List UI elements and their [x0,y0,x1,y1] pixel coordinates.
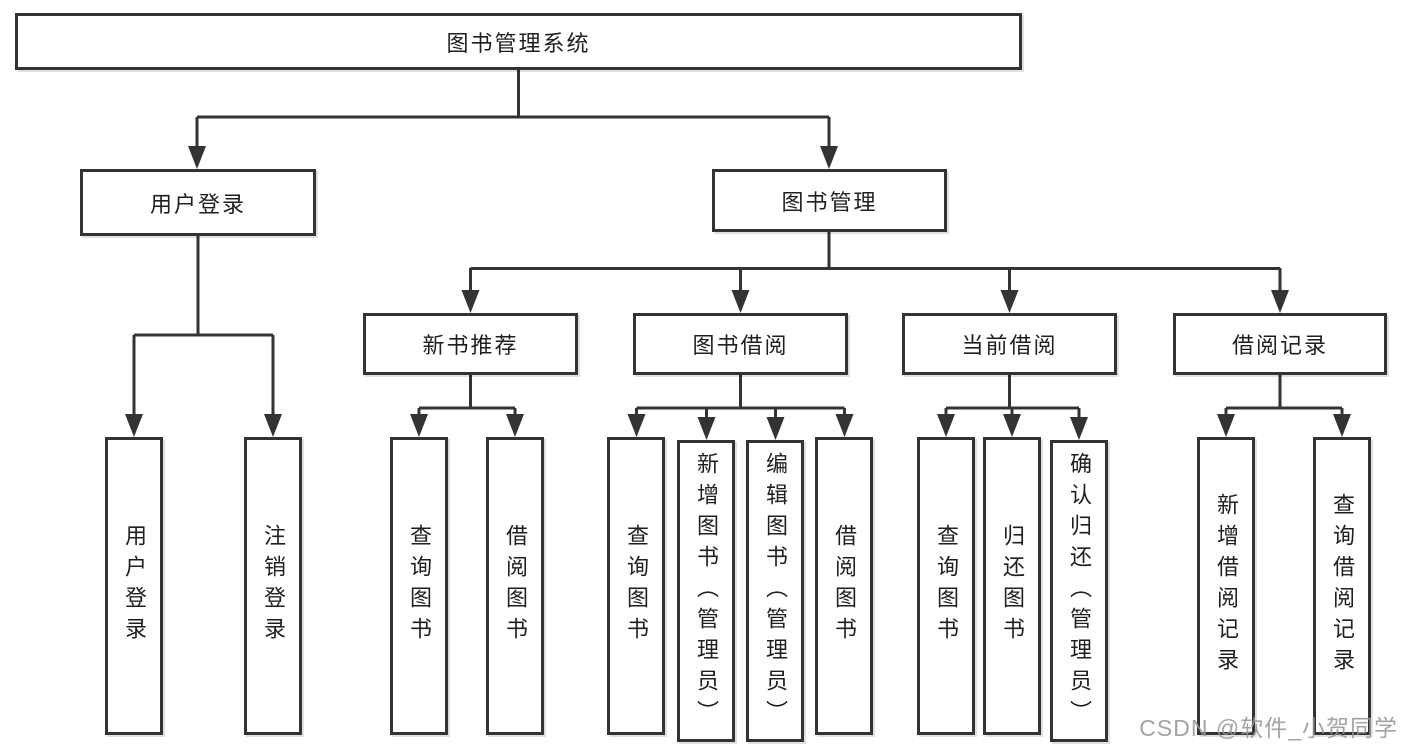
leaf-label: 归还图书 [1000,524,1025,648]
leaf-label: 确认归还（管理员） [1067,451,1092,731]
node-label: 当前借阅 [961,333,1058,358]
leaf-label: 查询图书 [624,524,649,648]
leaf-add-borrow-record: 新增借阅记录 [1197,437,1255,735]
leaf-query-books-current: 查询图书 [917,437,975,735]
leaf-edit-book-admin: 编辑图书（管理员） [746,440,804,742]
leaf-label: 注销登录 [261,524,286,648]
leaf-label: 查询图书 [934,524,959,648]
node-book-management: 图书管理 [712,169,947,232]
csdn-watermark: CSDN @软件_小贺同学 [1139,715,1398,741]
leaf-label: 查询借阅记录 [1330,493,1355,679]
leaf-borrow-books-recommend: 借阅图书 [486,437,544,735]
connector-arrowheads [125,146,1351,440]
node-label: 图书管理 [781,189,878,215]
node-label: 图书管理系统 [446,30,591,56]
leaf-label: 查询图书 [407,524,432,648]
leaf-label: 新增图书（管理员） [694,451,719,731]
leaf-query-books-recommend: 查询图书 [390,437,448,735]
leaf-label: 新增借阅记录 [1214,493,1239,679]
node-current-borrowing: 当前借阅 [902,313,1117,375]
leaf-label: 借阅图书 [832,524,857,648]
leaf-logout: 注销登录 [244,437,302,735]
leaf-label: 编辑图书（管理员） [763,451,788,731]
node-label: 新书推荐 [422,333,519,358]
leaf-user-login: 用户登录 [105,437,163,735]
node-label: 借阅记录 [1231,333,1328,358]
leaf-label: 用户登录 [122,524,147,648]
leaf-confirm-return-admin: 确认归还（管理员） [1050,440,1108,742]
node-new-book-recommendation: 新书推荐 [363,313,578,375]
leaf-query-books-borrowing: 查询图书 [607,437,665,735]
node-borrowing-records: 借阅记录 [1173,313,1387,375]
node-book-borrowing: 图书借阅 [633,313,848,375]
leaf-return-book: 归还图书 [983,437,1041,735]
node-label: 用户登录 [149,191,246,217]
leaf-label: 借阅图书 [503,524,528,648]
leaf-query-borrow-record: 查询借阅记录 [1313,437,1371,735]
leaf-borrow-books-borrowing: 借阅图书 [815,437,873,735]
node-user-login: 用户登录 [80,169,316,236]
node-label: 图书借阅 [692,333,789,358]
node-library-management-system: 图书管理系统 [15,13,1022,70]
leaf-add-book-admin: 新增图书（管理员） [677,440,735,742]
